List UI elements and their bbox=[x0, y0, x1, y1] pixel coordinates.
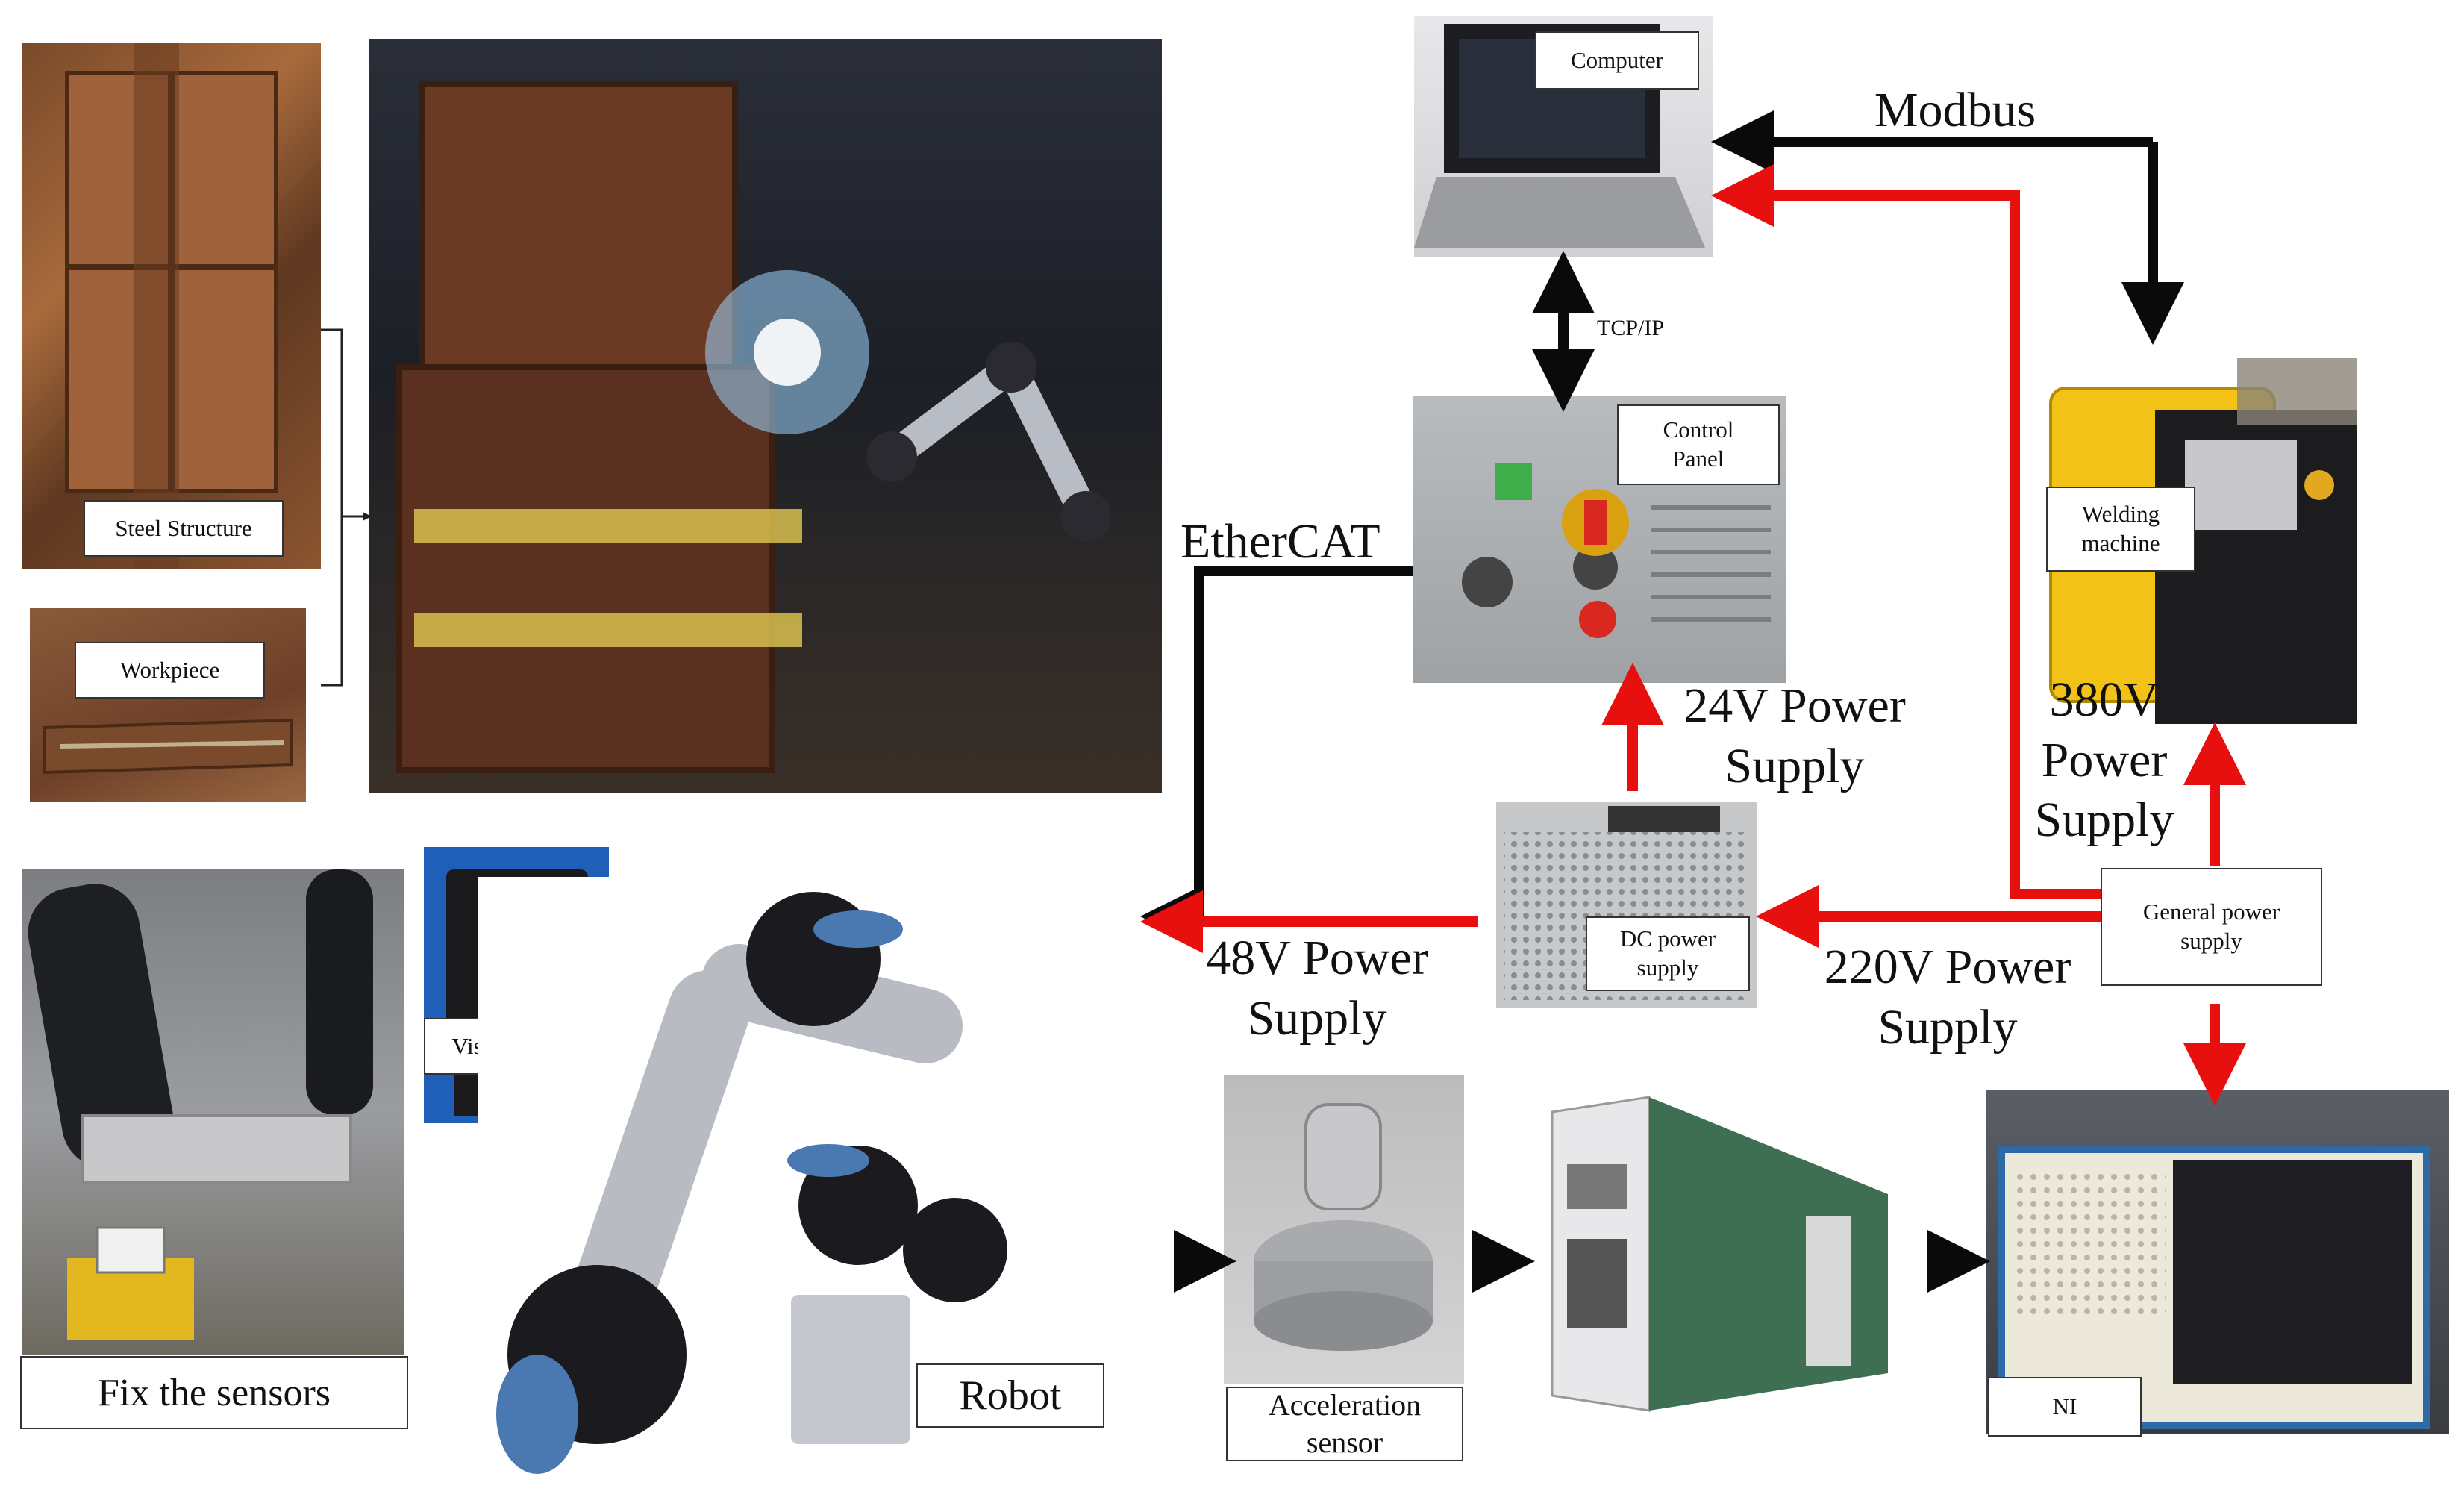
acceleration-sensor-graphic bbox=[1254, 1103, 1433, 1351]
ni-graphic bbox=[1998, 1146, 2430, 1429]
acceleration-sensor-label: Acceleration sensor bbox=[1226, 1387, 1463, 1461]
tcpip-label: TCP/IP bbox=[1597, 316, 1665, 340]
welding-machine-photo bbox=[2043, 358, 2365, 728]
dc-power-label: DC power supply bbox=[1586, 916, 1750, 991]
right-brace-icon bbox=[321, 328, 372, 687]
workpiece-graphic bbox=[43, 718, 293, 775]
power-to-computer bbox=[1711, 164, 2101, 899]
welding-scene-graphic bbox=[396, 81, 1111, 773]
control-panel-label: Control Panel bbox=[1617, 404, 1780, 485]
general-power-supply: General power supply bbox=[2101, 868, 2322, 986]
ethercat-line bbox=[1140, 566, 1413, 948]
steel-structure-photo bbox=[22, 43, 321, 569]
ethercat-label: EtherCAT bbox=[1181, 514, 1380, 569]
v24-label: 24V Power Supply bbox=[1683, 678, 1906, 793]
fix-sensors-photo bbox=[22, 869, 404, 1355]
computer-label: Computer bbox=[1535, 31, 1699, 90]
modbus-label: Modbus bbox=[1874, 83, 2036, 137]
v220-label: 220V Power Supply bbox=[1824, 940, 2071, 1055]
workpiece-photo bbox=[30, 608, 306, 802]
welding-scene-photo bbox=[369, 39, 1162, 793]
fix-sensors-graphic bbox=[28, 869, 373, 1340]
daq-card-graphic bbox=[1551, 1096, 1888, 1412]
ni-label: NI bbox=[1988, 1377, 2142, 1437]
steel-structure-graphic bbox=[65, 43, 278, 569]
control-panel-graphic bbox=[1462, 463, 1771, 638]
acceleration-sensor-photo bbox=[1224, 1075, 1464, 1384]
welding-machine-graphic bbox=[2049, 358, 2357, 724]
v380-label: 380V Power Supply bbox=[2034, 672, 2174, 848]
workpiece-label: Workpiece bbox=[75, 642, 265, 699]
v48-label: 48V Power Supply bbox=[1206, 931, 1428, 1046]
daq-card-photo bbox=[1537, 1090, 1925, 1418]
robot-graphic bbox=[496, 892, 1007, 1474]
robot-label: Robot bbox=[916, 1363, 1104, 1428]
ni-photo bbox=[1986, 1090, 2449, 1434]
fix-sensors-label: Fix the sensors bbox=[20, 1356, 408, 1429]
steel-structure-label: Steel Structure bbox=[84, 500, 284, 557]
welding-machine-label: Welding machine bbox=[2046, 487, 2195, 572]
